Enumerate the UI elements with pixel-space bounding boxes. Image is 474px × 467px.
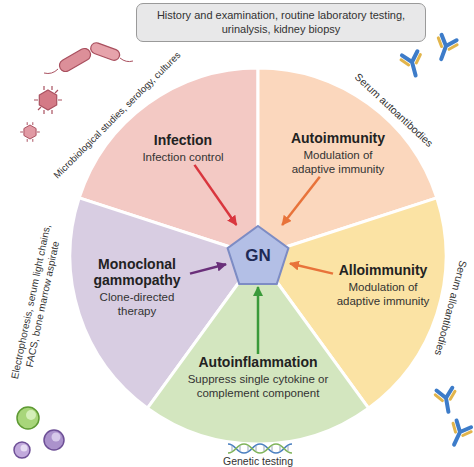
category-wedge: AlloimmunityModulation of adaptive immun…	[333, 262, 433, 309]
cell	[17, 407, 39, 429]
category-heading: Infection	[136, 132, 230, 148]
category-wedge: Monoclonal gammopathyClone-directed ther…	[84, 256, 190, 319]
category-body: Suppress single cytokine or complement c…	[176, 373, 340, 401]
category-body: Modulation of adaptive immunity	[333, 281, 433, 309]
flagellum	[120, 58, 133, 62]
cell	[14, 442, 30, 458]
method-label: Electrophoresis, serum light chains, FAC…	[6, 210, 68, 396]
category-wedge: InfectionInfection control	[136, 132, 230, 165]
antibody-icon	[400, 51, 425, 78]
antibody-light-chain	[450, 423, 471, 438]
category-heading: Alloimmunity	[333, 262, 433, 278]
virus-spikes	[20, 122, 40, 142]
antibody-icon	[445, 420, 473, 449]
antibody-light-chain	[401, 55, 422, 67]
virus-capsid	[24, 125, 36, 139]
category-heading: Monoclonal gammopathy	[84, 256, 190, 288]
bacterium-rod	[57, 46, 92, 73]
cell	[44, 430, 64, 450]
antibody-heavy-chain	[402, 51, 423, 77]
center-label: GN	[245, 246, 271, 266]
category-wedge: AutoimmunityModulation of adaptive immun…	[282, 130, 394, 177]
cell-nucleus	[21, 445, 28, 452]
virus-capsid	[39, 90, 56, 110]
category-heading: Autoimmunity	[282, 130, 394, 146]
center-pentagon: GN	[226, 225, 290, 287]
category-body: Infection control	[136, 151, 230, 165]
antibody-icon	[435, 387, 459, 413]
antibody-heavy-chain	[447, 420, 471, 448]
virus-icon	[34, 86, 62, 114]
dna-rungs	[232, 446, 288, 451]
antibody-icon	[432, 34, 459, 62]
cell-nucleus	[26, 410, 36, 420]
pentagon-shape	[228, 226, 289, 284]
category-heading: Autoinflammation	[176, 354, 340, 370]
antibody-light-chain	[435, 391, 456, 401]
category-wedge: AutoinflammationSuppress single cytokine…	[176, 354, 340, 401]
cell-icons	[14, 407, 64, 458]
bacterium-rod	[89, 41, 121, 62]
cell-nucleus	[52, 433, 61, 442]
antibody-heavy-chain	[434, 35, 457, 62]
category-body: Clone-directed therapy	[84, 291, 190, 319]
virus-spikes	[34, 86, 62, 114]
exam-box: History and examination, routine laborat…	[136, 3, 426, 42]
exam-text: History and examination, routine laborat…	[143, 8, 419, 37]
method-label: Genetic testing	[223, 455, 293, 467]
category-body: Modulation of adaptive immunity	[282, 149, 394, 177]
flagellum	[44, 69, 58, 74]
virus-icon	[20, 122, 40, 142]
antibody-light-chain	[436, 38, 457, 51]
bacteria-icon	[44, 41, 133, 73]
